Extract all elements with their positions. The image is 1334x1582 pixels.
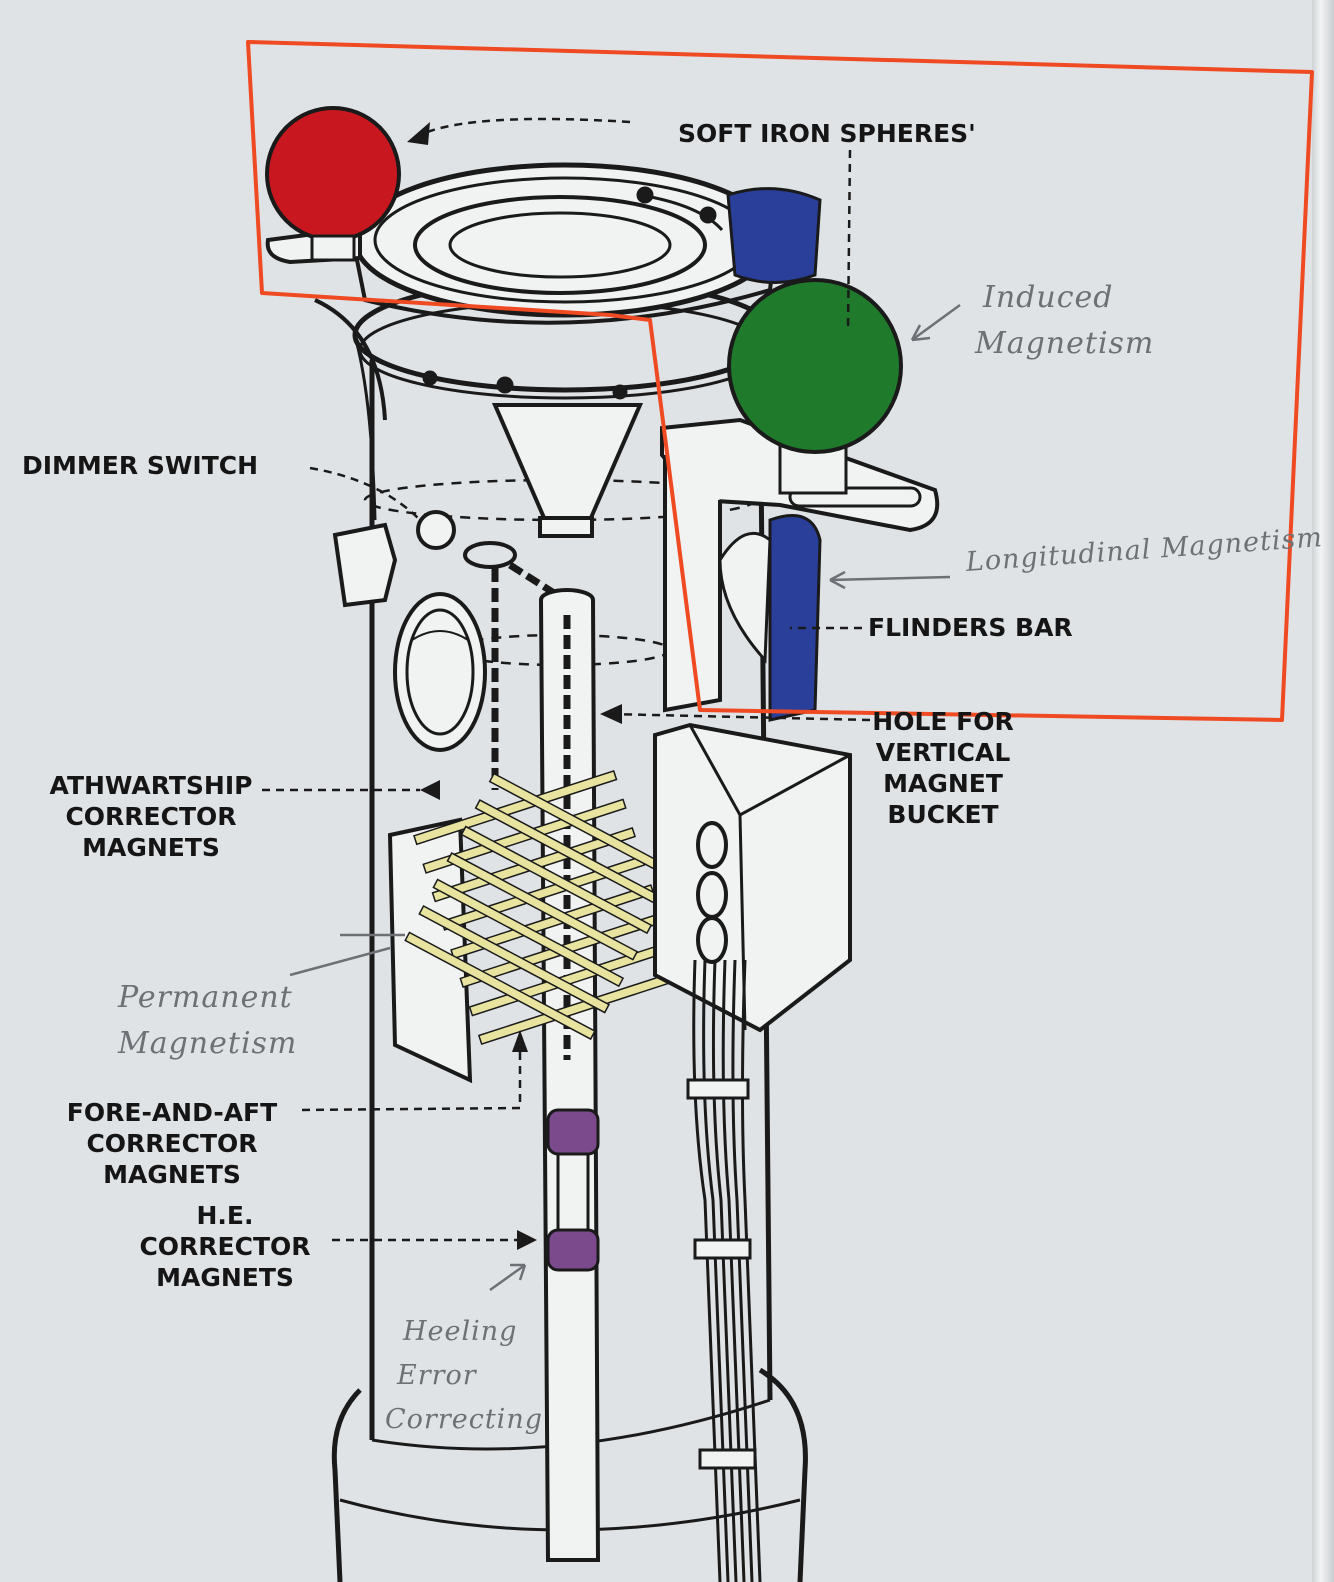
label-he-corrector-magnets: H.E. CORRECTOR MAGNETS [139, 1201, 311, 1292]
dimmer-switch [332, 510, 456, 608]
compass-bowl [352, 162, 778, 325]
he-corrector-magnets [546, 1108, 600, 1272]
corrector-magnets-grid [404, 769, 683, 1046]
annotation-induced-magnetism: Induced Magnetism [975, 280, 1155, 361]
bucket-chain [463, 541, 567, 790]
label-dimmer-switch: DIMMER SWITCH [22, 451, 259, 480]
soft-iron-sphere-port [265, 106, 401, 262]
flinders-bar [718, 514, 822, 722]
annotation-pointers [289, 303, 961, 1292]
cable-bundle [686, 959, 762, 1582]
highlight-box [246, 40, 1314, 722]
junction-box [653, 722, 852, 1033]
label-fore-and-aft-corrector-magnets: FORE-AND-AFT CORRECTOR MAGNETS [66, 1098, 278, 1189]
label-hole-for-vertical-magnet-bucket: HOLE FOR VERTICAL MAGNET BUCKET [872, 707, 1014, 829]
annotation-permanent-magnetism: Permanent Magnetism [118, 980, 298, 1061]
leader-arrowheads [407, 122, 622, 1250]
heeling-dial [393, 592, 487, 752]
label-flinders-bar: FLINDERS BAR [868, 613, 1073, 642]
book-page-edge [1312, 0, 1334, 1582]
label-soft-iron-spheres: SOFT IRON SPHERES' [678, 119, 976, 148]
label-leader-lines [262, 117, 871, 1242]
annotation-heeling-error-correcting: Heeling Error Correcting [385, 1316, 543, 1435]
flinders-bar-top [726, 187, 822, 284]
vertical-magnet-tube [539, 588, 601, 1562]
label-athwartship-corrector-magnets: ATHWARTSHIP CORRECTOR MAGNETS [49, 771, 253, 862]
binnacle-funnel [491, 403, 644, 538]
soft-iron-sphere-starboard [727, 278, 903, 495]
